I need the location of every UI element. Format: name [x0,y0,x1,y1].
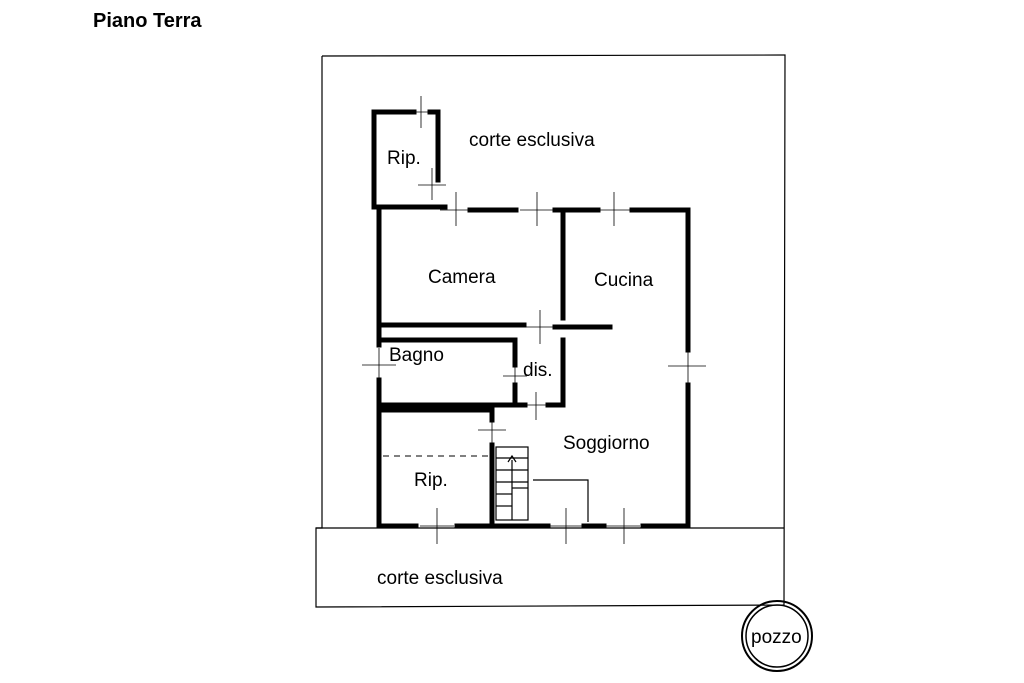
label-corte-esclusiva-top: corte esclusiva [469,130,595,151]
label-storage-bottom: Rip. [414,470,448,491]
entrance-threshold [533,479,589,522]
well-symbol [741,600,813,672]
label-corte-esclusiva-bottom: corte esclusiva [377,568,503,589]
house-exterior-walls [376,204,691,529]
label-storage-top: Rip. [387,148,421,169]
label-camera: Camera [428,267,496,288]
label-pozzo: pozzo [751,627,802,648]
label-disimpegno: dis. [523,360,553,381]
opening-markers [362,96,706,544]
floor-title: Piano Terra [93,10,202,32]
label-cucina: Cucina [594,270,654,291]
staircase [495,446,529,521]
label-soggiorno: Soggiorno [563,433,650,454]
interior-walls [376,209,613,527]
label-bagno: Bagno [389,345,444,366]
